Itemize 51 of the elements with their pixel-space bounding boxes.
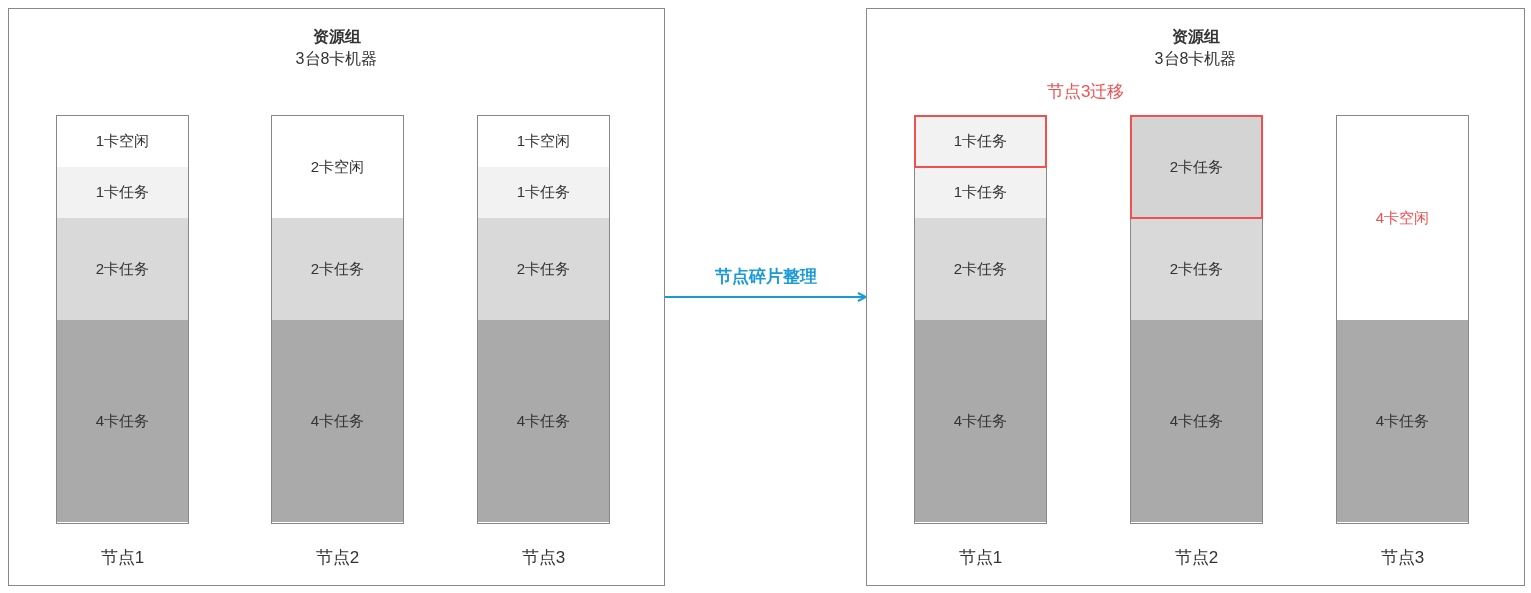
gpu-slot-block xyxy=(272,218,403,320)
gpu-slot-block xyxy=(1130,115,1263,219)
gpu-slot-block xyxy=(478,167,609,218)
slot-label: 2卡空闲 xyxy=(310,157,365,177)
slot-label: 4卡任务 xyxy=(1169,411,1224,431)
gpu-slot-block xyxy=(57,320,188,522)
gpu-slot-block xyxy=(915,320,1046,522)
resource-group-panel xyxy=(8,8,665,586)
gpu-slot-block xyxy=(57,167,188,218)
gpu-slot-block xyxy=(272,320,403,522)
group-subtitle: 3台8卡机器 xyxy=(295,49,378,69)
slot-label: 2卡任务 xyxy=(1169,157,1224,177)
node-caption: 节点3 xyxy=(521,547,566,569)
resource-group-panel xyxy=(866,8,1525,586)
gpu-slot-block xyxy=(1337,320,1468,522)
slot-label: 1卡任务 xyxy=(953,183,1008,202)
slot-label: 1卡任务 xyxy=(95,183,150,202)
node-caption: 节点1 xyxy=(100,547,145,569)
gpu-slot-block xyxy=(915,218,1046,320)
slot-label: 4卡任务 xyxy=(95,411,150,431)
node-caption: 节点2 xyxy=(1174,547,1219,569)
slot-label: 4卡任务 xyxy=(310,411,365,431)
edge-label: 节点碎片整理 xyxy=(712,265,819,288)
slot-label: 2卡任务 xyxy=(1169,259,1224,279)
node-caption: 节点1 xyxy=(958,547,1003,569)
slot-label: 1卡空闲 xyxy=(516,132,571,151)
node-caption: 节点2 xyxy=(315,547,360,569)
group-subtitle: 3台8卡机器 xyxy=(1154,49,1237,69)
node-caption: 节点3 xyxy=(1380,547,1425,569)
slot-label: 2卡任务 xyxy=(95,259,150,279)
gpu-slot-block xyxy=(1131,320,1262,522)
slot-label: 1卡任务 xyxy=(953,132,1008,151)
slot-label: 4卡空闲 xyxy=(1375,208,1430,228)
slot-label: 4卡任务 xyxy=(516,411,571,431)
note-text: 节点3迁移 xyxy=(1047,81,1125,103)
slot-label: 4卡任务 xyxy=(953,411,1008,431)
slot-label: 2卡任务 xyxy=(953,259,1008,279)
slot-label: 1卡空闲 xyxy=(95,132,150,151)
slot-label: 2卡任务 xyxy=(516,259,571,279)
gpu-slot-block xyxy=(914,115,1047,168)
gpu-slot-block xyxy=(57,218,188,320)
group-title: 资源组 xyxy=(312,27,361,47)
gpu-slot-block xyxy=(478,320,609,522)
slot-label: 4卡任务 xyxy=(1375,411,1430,431)
group-title: 资源组 xyxy=(1171,27,1220,47)
gpu-slot-block xyxy=(915,167,1046,218)
slot-label: 1卡任务 xyxy=(516,183,571,202)
slot-label: 2卡任务 xyxy=(310,259,365,279)
gpu-slot-block xyxy=(1131,218,1262,320)
arrow xyxy=(664,292,867,302)
gpu-slot-block xyxy=(478,218,609,320)
